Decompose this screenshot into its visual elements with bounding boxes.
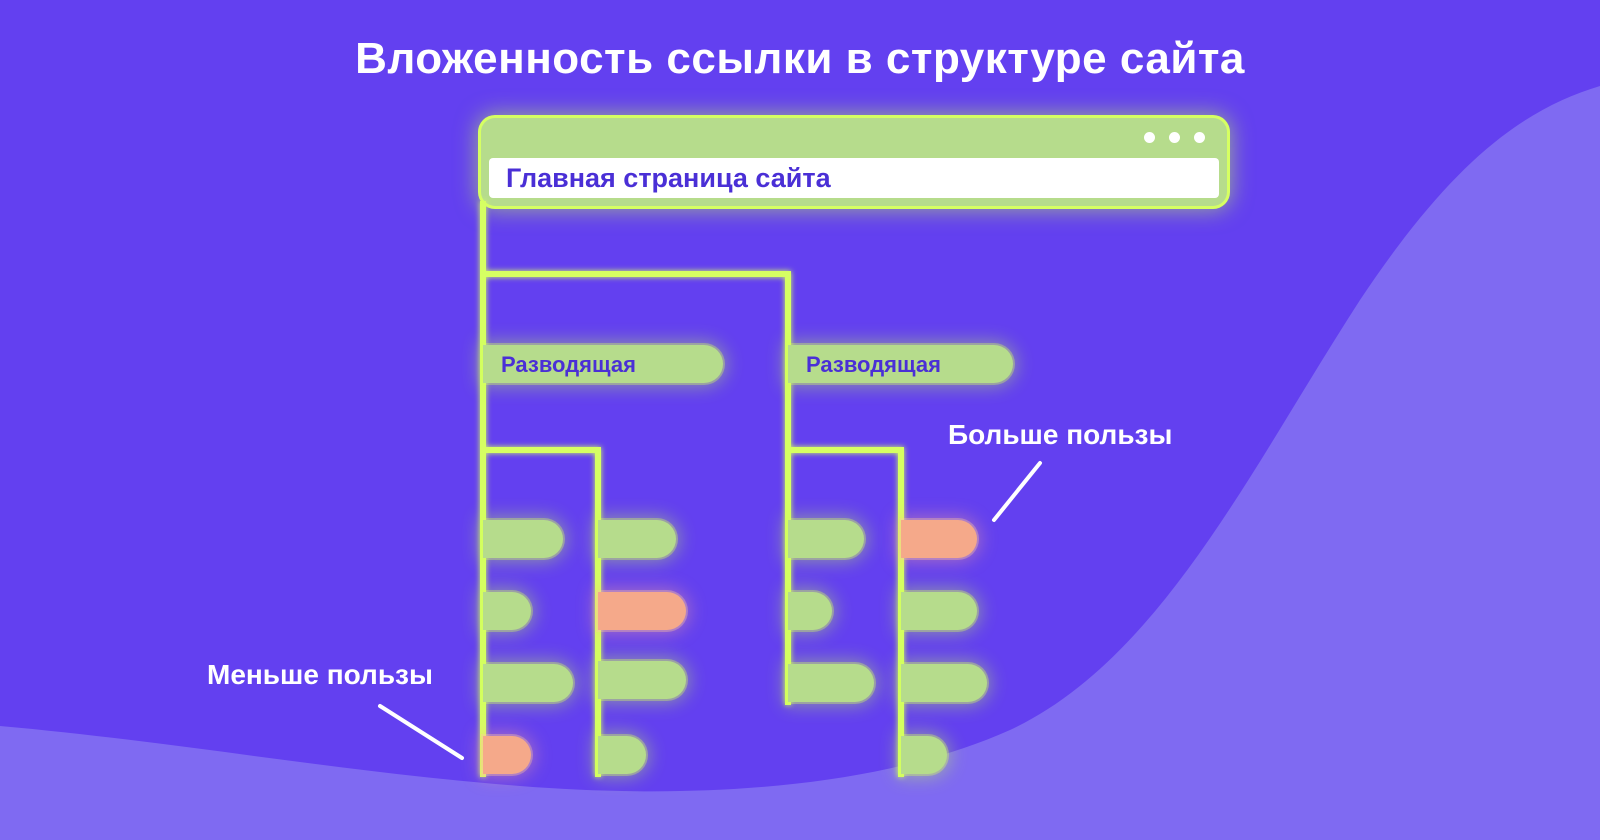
- address-bar: Главная страница сайта: [489, 158, 1219, 198]
- annotation-more-useful: Больше пользы: [948, 419, 1173, 450]
- hub-node-right: Разводящая: [788, 345, 1013, 383]
- page-node: [788, 520, 864, 558]
- hub-label: Разводящая: [501, 352, 636, 377]
- page-node: [598, 520, 676, 558]
- annotation-less-useful: Меньше пользы: [207, 659, 433, 690]
- page-node-deep-highlight: [483, 736, 531, 774]
- page-node: [901, 592, 977, 630]
- page-node: [901, 664, 987, 702]
- hub-label: Разводящая: [806, 352, 941, 377]
- page-node-shallow-highlight: [901, 520, 977, 558]
- hub-node-left: Разводящая: [483, 345, 723, 383]
- browser-window: Главная страница сайта: [481, 118, 1227, 206]
- homepage-label: Главная страница сайта: [506, 163, 831, 193]
- page-node: [901, 736, 947, 774]
- page-node: [483, 520, 563, 558]
- page-node: [788, 664, 874, 702]
- connector-main-split: [480, 271, 791, 705]
- page-node: [483, 592, 531, 630]
- page-node: [788, 592, 832, 630]
- page-node: [598, 736, 646, 774]
- page-node: [483, 664, 573, 702]
- page-node: [598, 661, 686, 699]
- page-title: Вложенность ссылки в структуре сайта: [355, 34, 1245, 83]
- more-dots-icon: [1144, 132, 1205, 143]
- page-node-highlight: [598, 592, 686, 630]
